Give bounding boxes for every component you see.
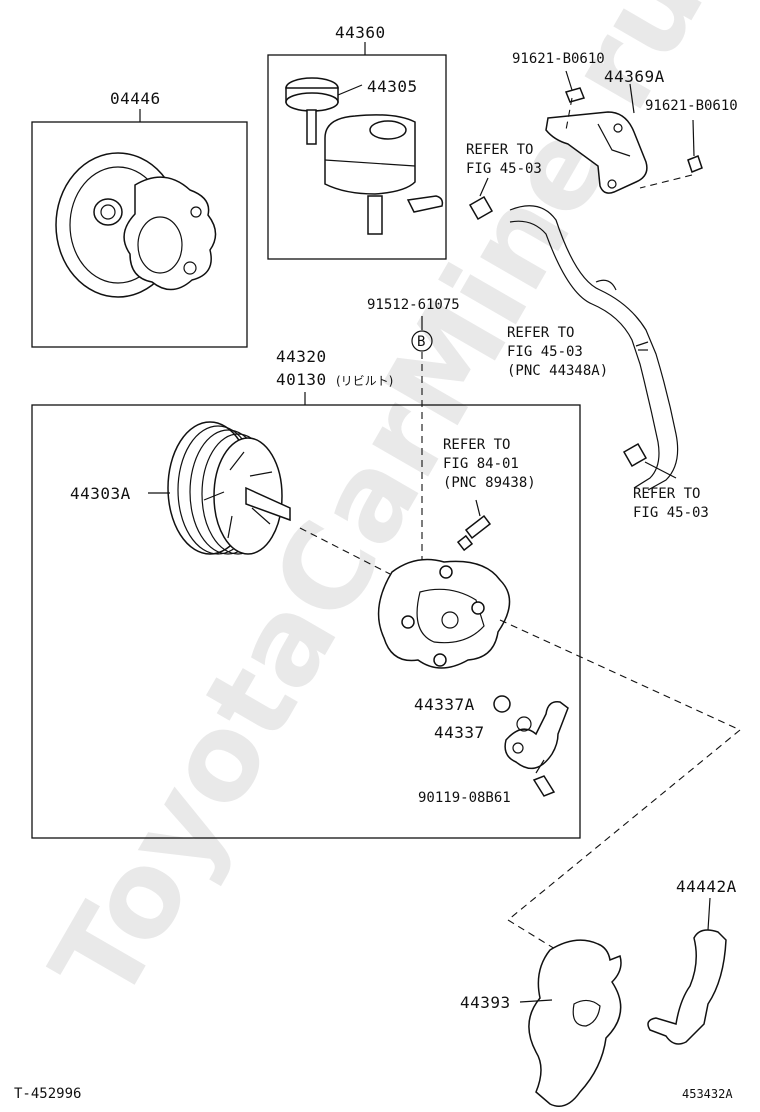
refer-1-line2: FIG 45-03 xyxy=(466,161,542,177)
refer-4-line1: REFER TO xyxy=(633,486,700,502)
refer-3-line3: (PNC 89438) xyxy=(443,475,536,491)
refer-2-line1: REFER TO xyxy=(507,325,574,341)
label-91512: 91512-61075 xyxy=(367,297,460,313)
label-40130-note: (リビルト) xyxy=(336,374,393,388)
label-44303A: 44303A xyxy=(70,484,131,503)
cover-leader-2 xyxy=(507,919,561,953)
refer-4-line2: FIG 45-03 xyxy=(633,505,709,521)
pump-cover-axis xyxy=(499,619,741,731)
figure-code: T-452996 xyxy=(14,1086,81,1102)
label-44337A: 44337A xyxy=(414,695,475,714)
label-04446: 04446 xyxy=(110,89,161,108)
cover-44393[interactable] xyxy=(519,939,622,1107)
reservoir-cap-icon xyxy=(285,77,363,145)
bracket-44442A[interactable] xyxy=(647,897,727,1045)
pump-body[interactable] xyxy=(377,558,511,669)
power-steering-pump-44320[interactable] xyxy=(31,392,581,839)
reservoir-assembly-44360[interactable] xyxy=(267,42,447,260)
label-44360: 44360 xyxy=(335,23,386,42)
refer-2-line3: (PNC 44348A) xyxy=(507,363,608,379)
label-91621-top: 91621-B0610 xyxy=(512,51,605,67)
bracket-44369A[interactable] xyxy=(545,83,648,194)
label-44393: 44393 xyxy=(460,993,511,1012)
label-44337: 44337 xyxy=(434,723,485,742)
hose-clamp-top[interactable] xyxy=(468,177,494,221)
bolt-90119[interactable] xyxy=(532,759,556,797)
marker-b-circle xyxy=(411,330,433,352)
refer-1-line1: REFER TO xyxy=(466,142,533,158)
bolt-91621-right[interactable] xyxy=(639,119,703,189)
label-44369A: 44369A xyxy=(604,67,665,86)
bolt-91621-top[interactable] xyxy=(564,70,586,131)
reservoir-tank-icon xyxy=(324,114,444,235)
bolt-91512-callout[interactable]: B xyxy=(411,316,433,560)
pump-box-frame xyxy=(31,404,581,839)
refer-3-line2: FIG 84-01 xyxy=(443,456,519,472)
pulley-pump-axis xyxy=(299,527,391,575)
label-44442A: 44442A xyxy=(676,877,737,896)
pulley-44303A[interactable] xyxy=(148,421,291,555)
o-ring-44337A[interactable] xyxy=(493,695,511,713)
seal-kit-04446[interactable] xyxy=(31,109,248,348)
union-44337[interactable] xyxy=(504,701,569,770)
label-44305: 44305 xyxy=(367,77,418,96)
return-hose[interactable] xyxy=(509,205,679,491)
label-90119: 90119-08B61 xyxy=(418,790,511,806)
pump-housing-gasket-icon xyxy=(55,152,217,298)
refer-2-line2: FIG 45-03 xyxy=(507,344,583,360)
hose-clamp-bottom[interactable] xyxy=(622,442,677,479)
label-44320: 44320 xyxy=(276,347,327,366)
label-40130: 40130 xyxy=(276,370,327,389)
drawing-number: 453432A xyxy=(682,1087,733,1101)
refer-3-line1: REFER TO xyxy=(443,437,510,453)
pressure-switch[interactable] xyxy=(456,499,492,552)
marker-b: B xyxy=(417,334,425,350)
label-91621-right: 91621-B0610 xyxy=(645,98,738,114)
reservoir-box-frame xyxy=(267,54,447,260)
cover-leader-1 xyxy=(507,729,741,921)
